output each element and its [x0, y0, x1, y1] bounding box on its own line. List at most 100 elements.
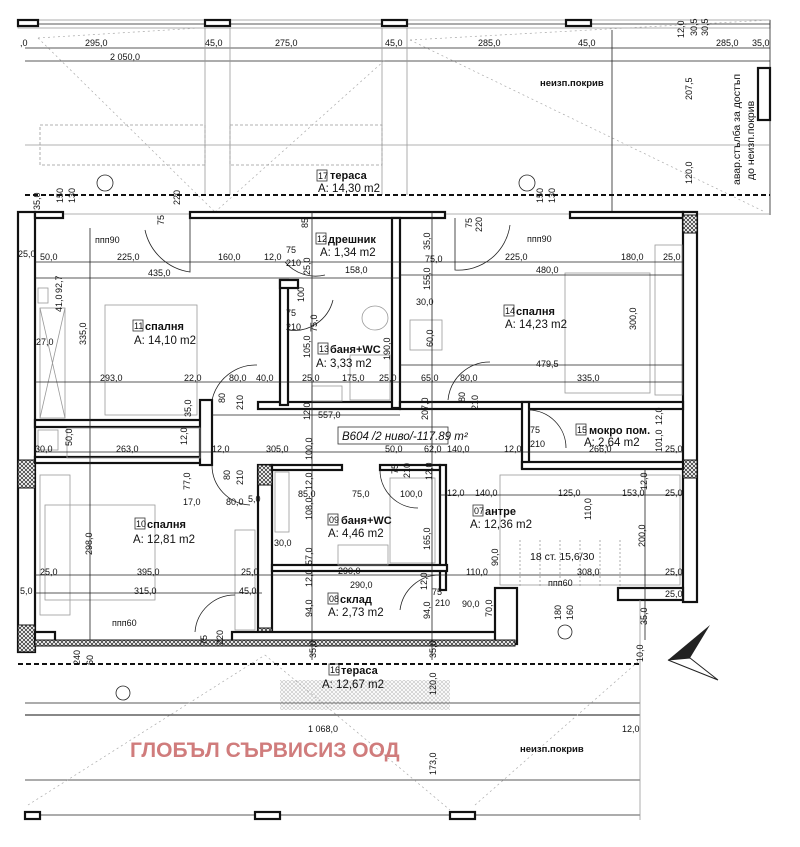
dimension-label: 75 — [464, 218, 474, 228]
dimension-label: 225,0 — [505, 252, 528, 262]
misc-labels: B604 /2 ниво/-117.89 m² неизп.покрив неи… — [95, 74, 757, 762]
dimension-label: 110,0 — [583, 498, 593, 520]
dimension-label: 155,0 — [422, 267, 432, 290]
roof-label-bottom: неизп.покрив — [520, 744, 584, 755]
dimension-label: 160 — [565, 605, 575, 620]
dimension-label: 210 — [402, 463, 412, 478]
dimension-label: 75,0 — [352, 489, 370, 499]
dimension-label: 180 — [553, 605, 563, 620]
dimension-label: 480,0 — [536, 265, 559, 275]
dimension-label: 207,5 — [684, 77, 694, 100]
dimension-label: 263,0 — [116, 444, 139, 454]
dimension-label: 12,0 — [302, 402, 312, 420]
dimension-label: 94,0 — [304, 599, 314, 617]
dimension-label: 12,0 — [179, 427, 189, 445]
svg-text:09: 09 — [329, 515, 339, 525]
dimension-label: 65,0 — [421, 373, 439, 383]
svg-text:A: 12,67 m2: A: 12,67 m2 — [322, 679, 384, 691]
window-label: ппп60 — [548, 578, 573, 588]
dimension-label: 70,0 — [484, 599, 494, 617]
dimension-label: 85,0 — [298, 489, 316, 499]
dimension-label: 108,0 — [304, 497, 314, 520]
dimension-lines — [35, 212, 683, 660]
svg-text:14: 14 — [505, 306, 515, 316]
dimension-label: 150 — [535, 188, 545, 203]
dimension-label: 25,0 — [665, 488, 683, 498]
dimension-label: 160,0 — [218, 252, 241, 262]
dimension-label: 120,0 — [684, 161, 694, 184]
dimension-label: 50,0 — [385, 444, 403, 454]
dimension-label: 25,0 — [379, 373, 397, 383]
dimension-label: 290,0 — [350, 580, 373, 590]
dimension-label: 10,0 — [635, 644, 645, 662]
dimension-label: 395,0 — [137, 567, 160, 577]
svg-text:антре: антре — [485, 506, 516, 518]
dimension-label: 130 — [67, 188, 77, 203]
dimension-label: 305,0 — [266, 444, 289, 454]
dimension-label: 25,0 — [665, 567, 683, 577]
dimension-label: 75 — [199, 635, 209, 645]
dimension-label: 35,0 — [422, 232, 432, 250]
svg-text:16: 16 — [330, 665, 340, 675]
dimension-label: 210 — [286, 322, 301, 332]
dimension-label: 60,0 — [425, 329, 435, 347]
dimension-label: 35,0 — [32, 192, 42, 210]
svg-text:A: 2,64 m2: A: 2,64 m2 — [584, 437, 640, 449]
top-terrace-area — [16, 18, 772, 215]
dimension-label: 25,0 — [302, 373, 320, 383]
dimension-label: 75,0 — [309, 314, 319, 332]
dimension-label: 173,0 — [428, 752, 438, 775]
dimension-label: 120,0 — [428, 672, 438, 695]
dimension-label: 105,0 — [302, 335, 312, 358]
furniture — [37, 244, 683, 631]
dimension-label: 150 — [55, 188, 65, 203]
dimension-label: 92,7 — [54, 275, 64, 293]
dimension-label: 35,0 — [428, 640, 438, 658]
dimension-label: 80,0 — [460, 373, 478, 383]
dimension-label: 25,0 — [241, 567, 259, 577]
dimension-label: 210 — [435, 598, 450, 608]
svg-text:A: 14,23 m2: A: 14,23 m2 — [505, 319, 567, 331]
dimension-label: 5,0 — [248, 494, 261, 504]
dimension-label: 266,0 — [589, 444, 612, 454]
dimension-label: 80 — [457, 392, 467, 402]
doors — [144, 218, 567, 633]
dimension-label: ,0 — [20, 38, 28, 48]
dimension-label: 295,0 — [85, 38, 108, 48]
svg-text:тераса: тераса — [330, 170, 368, 182]
dimension-label: 35,0 — [308, 640, 318, 658]
dimension-label: 190,0 — [382, 337, 392, 360]
dimension-label: 140,0 — [447, 444, 470, 454]
apartment-label: B604 /2 ниво/-117.89 m² — [342, 431, 469, 443]
dimension-label: 50,0 — [40, 252, 58, 262]
bottom-terrace-area — [18, 600, 641, 821]
dimension-label: 200,0 — [637, 524, 647, 547]
svg-text:спалня: спалня — [147, 519, 186, 531]
dimension-label: 75 — [156, 215, 166, 225]
dimension-label: 1 068,0 — [308, 724, 338, 734]
dimension-label: 30,0 — [35, 444, 53, 454]
dimension-label: 12,0 — [504, 444, 522, 454]
dimension-label: 35,0 — [752, 38, 770, 48]
dimension-label: 101,0 — [654, 429, 664, 452]
dimension-label: 80 — [222, 470, 232, 480]
dimension-label: 285,0 — [478, 38, 501, 48]
svg-text:10: 10 — [136, 519, 146, 529]
dimension-label: 12,0 — [304, 569, 314, 587]
dimension-label: 12,0 — [424, 462, 434, 480]
dimension-label: 12,0 — [264, 252, 282, 262]
dimension-label: 220 — [215, 630, 225, 645]
dimension-label: 557,0 — [318, 410, 341, 420]
dimension-label: 110,0 — [466, 567, 488, 577]
dimension-label: 165,0 — [422, 527, 432, 550]
roof-label-top: неизп.покрив — [540, 78, 604, 89]
dimension-label: 125,0 — [558, 488, 581, 498]
